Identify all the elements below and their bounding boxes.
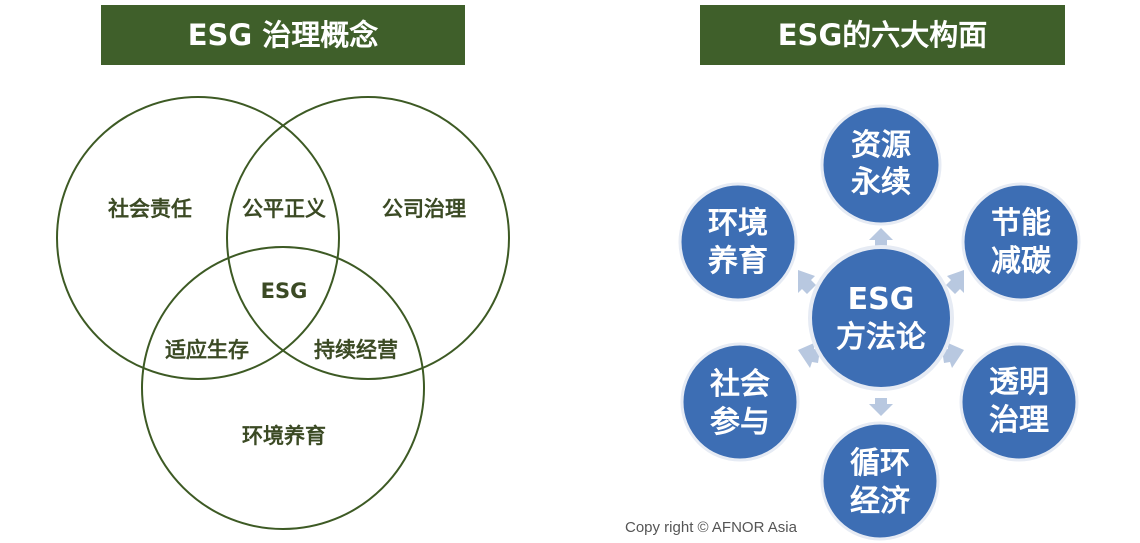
arrows (798, 228, 964, 416)
venn-circle-governance (226, 96, 510, 380)
center-node-circle (808, 245, 954, 391)
node-bottom-left: 社会 参与 (680, 342, 800, 462)
node-top-circle (820, 104, 942, 226)
node-bottom-line1: 循环 (850, 446, 910, 481)
node-bottom-left-line1: 社会 (710, 367, 770, 402)
node-bottom-left-circle (680, 342, 800, 462)
node-bottom-right-circle (959, 342, 1079, 462)
node-top-left-line2: 养育 (708, 244, 768, 279)
node-top-right: 节能 减碳 (961, 182, 1081, 302)
copyright-notice: Copy right © AFNOR Asia (625, 519, 797, 536)
node-bottom-left-line2: 参与 (710, 405, 770, 440)
venn-label-adaptation-survival: 适应生存 (165, 338, 249, 362)
node-top-line1: 资源 (851, 128, 911, 163)
arrow-to-bottom (869, 398, 893, 416)
node-top-right-circle (961, 182, 1081, 302)
arrow-to-bottom-left (798, 343, 820, 368)
arrow-to-top-right (946, 270, 964, 294)
venn-circle-social (56, 96, 340, 380)
node-top-left-circle (678, 182, 798, 302)
center-node: ESG 方法论 (808, 245, 954, 391)
center-node-line1: ESG (848, 282, 915, 317)
venn-label-environmental-nurture: 环境养育 (242, 424, 326, 448)
arrow-to-bottom-right (942, 343, 964, 368)
right-panel-title: ESG的六大构面 (700, 5, 1065, 65)
node-bottom-right-line1: 透明 (989, 365, 1049, 400)
node-top-right-line2: 减碳 (991, 244, 1052, 279)
venn-circle-environment (141, 246, 425, 530)
venn-label-sustainable-operation: 持续经营 (314, 338, 398, 362)
node-top-line2: 永续 (851, 165, 911, 200)
venn-label-fairness-justice: 公平正义 (242, 197, 326, 221)
node-bottom-right-line2: 治理 (989, 403, 1049, 438)
node-bottom: 循环 经济 (820, 421, 940, 541)
node-top-left: 环境 养育 (678, 182, 798, 302)
center-node-line2: 方法论 (836, 320, 927, 355)
venn-label-corporate-governance: 公司治理 (382, 197, 466, 221)
node-bottom-right: 透明 治理 (959, 342, 1079, 462)
arrow-to-top (869, 228, 893, 246)
node-bottom-line2: 经济 (850, 484, 911, 519)
left-panel-title: ESG 治理概念 (101, 5, 465, 65)
venn-diagram (56, 96, 510, 530)
arrow-to-top-left (798, 270, 816, 294)
node-top-left-line1: 环境 (708, 206, 768, 241)
node-top: 资源 永续 (820, 104, 942, 226)
venn-label-center: ESG (261, 279, 308, 303)
node-top-right-line1: 节能 (991, 206, 1051, 241)
venn-label-social-responsibility: 社会责任 (107, 197, 192, 221)
node-bottom-circle (820, 421, 940, 541)
